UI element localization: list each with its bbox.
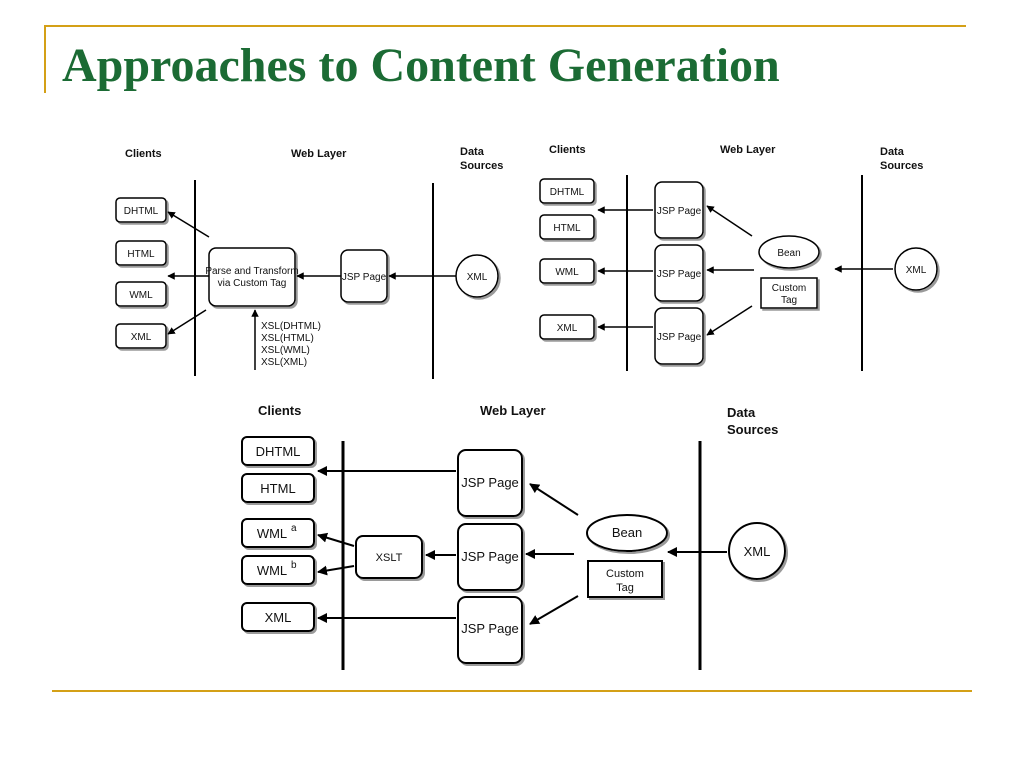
d2-client-dhtml: DHTML <box>539 178 595 204</box>
d3-client-wml-a-superscript: a <box>291 523 297 534</box>
d3-jsp-1-label: JSP Page <box>461 475 519 490</box>
d3-header-data: Data <box>727 405 756 420</box>
d2-header-data: Data <box>880 146 905 158</box>
d2-xml-source-label: XML <box>906 265 927 276</box>
d2-client-html: HTML <box>539 214 595 240</box>
d1-client-xml: XML <box>115 323 167 349</box>
left-rule <box>44 25 46 93</box>
d1-transform-line1: Parse and Transform <box>205 266 298 277</box>
d3-arrow-xslt-to-wml-a <box>317 532 355 547</box>
d2-client-dhtml-label: DHTML <box>550 187 585 198</box>
d1-client-dhtml-label: DHTML <box>124 206 159 217</box>
d1-arrow-to-xml <box>167 309 207 335</box>
d3-jsp-page-2: JSP Page <box>457 523 523 591</box>
d2-custom-tag-line2: Tag <box>781 295 797 306</box>
d3-arrow-to-jsp-1 <box>529 483 579 516</box>
d1-header-sources: Sources <box>460 160 503 172</box>
d1-header-data: Data <box>460 146 485 158</box>
d3-client-xml: XML <box>241 602 315 632</box>
d1-xsl-xml: XSL(XML) <box>261 357 307 368</box>
d2-client-wml: WML <box>539 258 595 284</box>
d1-client-wml-label: WML <box>129 290 153 301</box>
d3-xml-source-label: XML <box>744 544 771 559</box>
d3-custom-tag: Custom Tag <box>587 560 663 598</box>
d1-client-xml-label: XML <box>131 332 152 343</box>
d2-bean-label: Bean <box>777 248 800 259</box>
d1-client-wml: WML <box>115 281 167 307</box>
d3-header-web-layer: Web Layer <box>480 403 546 418</box>
d1-header-web-layer: Web Layer <box>291 148 347 160</box>
d3-xml-source: XML <box>728 522 786 580</box>
d1-jsp-page: JSP Page <box>340 249 388 303</box>
d3-xslt-label: XSLT <box>376 552 403 564</box>
d3-xslt-box: XSLT <box>355 535 423 579</box>
d1-jsp-label: JSP Page <box>342 272 387 283</box>
d3-jsp-page-3: JSP Page <box>457 596 523 664</box>
d2-jsp-page-3: JSP Page <box>654 307 704 365</box>
d2-jsp-page-2: JSP Page <box>654 244 704 302</box>
diagram-xslt: Clients Web Layer Data Sources DHTML HTM… <box>241 403 786 670</box>
d3-client-wml-b: WML b <box>241 555 315 585</box>
d2-jsp-2-label: JSP Page <box>657 269 702 280</box>
d3-arrow-xslt-to-wml-b <box>317 565 355 576</box>
d1-client-dhtml: DHTML <box>115 197 167 223</box>
d3-header-clients: Clients <box>258 403 301 418</box>
d2-arrow-to-jsp-1 <box>706 205 753 237</box>
d3-jsp-2-label: JSP Page <box>461 549 519 564</box>
d3-client-wml-b-label: WML <box>257 563 287 578</box>
d1-client-html: HTML <box>115 240 167 266</box>
d2-xml-source: XML <box>894 247 938 291</box>
d2-client-xml: XML <box>539 314 595 340</box>
diagram-parse-transform: Clients Web Layer Data Sources DHTML HTM… <box>115 146 503 379</box>
d2-header-sources: Sources <box>880 160 923 172</box>
d1-xsl-html: XSL(HTML) <box>261 333 314 344</box>
d3-client-wml-b-superscript: b <box>291 560 297 571</box>
d3-client-wml-a-label: WML <box>257 526 287 541</box>
d2-custom-tag-line1: Custom <box>772 283 806 294</box>
d2-header-clients: Clients <box>549 144 586 156</box>
d2-custom-tag: Custom Tag <box>760 277 818 309</box>
d3-client-dhtml: DHTML <box>241 436 315 466</box>
d2-client-xml-label: XML <box>557 323 578 334</box>
d3-custom-tag-line2: Tag <box>616 582 634 594</box>
d3-client-html: HTML <box>241 473 315 503</box>
d1-xml-source: XML <box>455 254 499 298</box>
d1-transform-line2: via Custom Tag <box>218 278 287 289</box>
d3-bean-label: Bean <box>612 525 642 540</box>
top-rule <box>44 25 966 27</box>
d2-bean: Bean <box>758 235 820 269</box>
d1-xsl-dhtml: XSL(DHTML) <box>261 321 321 332</box>
d1-arrow-to-dhtml <box>167 211 210 238</box>
d2-client-wml-label: WML <box>555 267 579 278</box>
d3-bean: Bean <box>586 514 668 552</box>
d2-jsp-page-1: JSP Page <box>654 181 704 239</box>
d3-client-wml-a: WML a <box>241 518 315 548</box>
d2-header-web-layer: Web Layer <box>720 144 776 156</box>
d3-client-html-label: HTML <box>260 481 295 496</box>
d1-parse-transform-box: Parse and Transform via Custom Tag <box>205 247 299 307</box>
d1-xml-source-label: XML <box>467 272 488 283</box>
d3-jsp-3-label: JSP Page <box>461 621 519 636</box>
bottom-rule <box>52 690 972 692</box>
diagram-bean-custom-tag: Clients Web Layer Data Sources DHTML HTM… <box>539 144 938 371</box>
d1-xsl-wml: XSL(WML) <box>261 345 310 356</box>
d3-jsp-page-1: JSP Page <box>457 449 523 517</box>
d1-client-html-label: HTML <box>127 249 155 260</box>
slide-title: Approaches to Content Generation <box>62 39 780 92</box>
d3-custom-tag-line1: Custom <box>606 568 644 580</box>
d3-client-dhtml-label: DHTML <box>256 444 301 459</box>
d2-arrow-to-jsp-3 <box>706 305 753 336</box>
d3-arrow-to-jsp-3 <box>529 595 579 625</box>
d2-client-html-label: HTML <box>553 223 581 234</box>
d3-header-sources: Sources <box>727 422 778 437</box>
d2-jsp-1-label: JSP Page <box>657 206 702 217</box>
d3-client-xml-label: XML <box>265 610 292 625</box>
d2-jsp-3-label: JSP Page <box>657 332 702 343</box>
d1-header-clients: Clients <box>125 148 162 160</box>
